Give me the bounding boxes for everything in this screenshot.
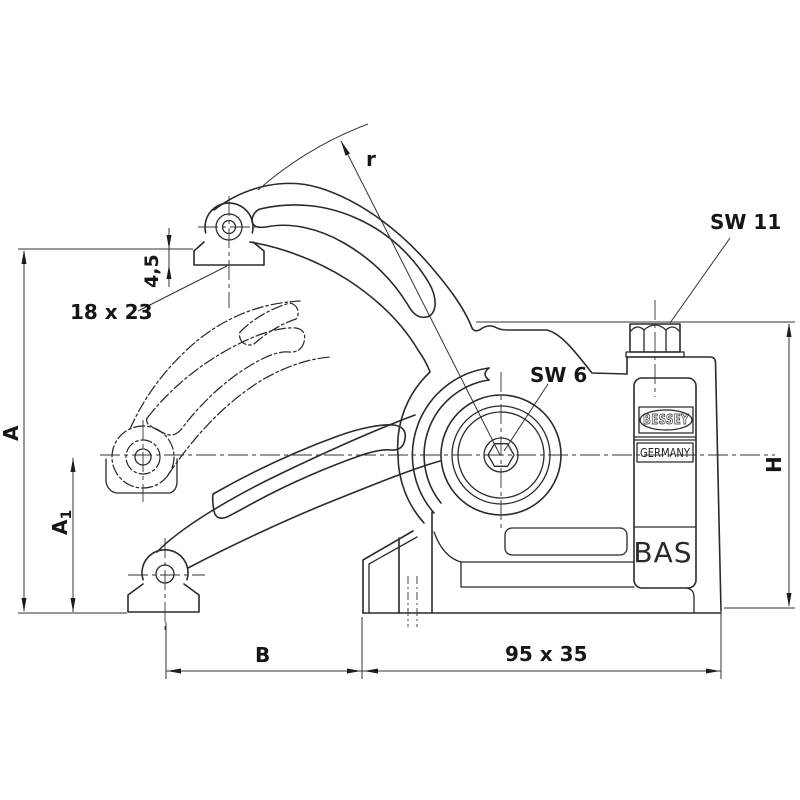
germany-text: GERMANY <box>640 446 691 460</box>
base-size-label: 95 x 35 <box>505 642 588 666</box>
sw6-label: SW 6 <box>530 363 587 387</box>
dimension-95x35: 95 x 35 <box>362 600 722 679</box>
radius-arrowhead-icon <box>341 141 350 156</box>
brand-panel: BESSEY GERMANY BAS <box>633 377 697 589</box>
dimension-a1: A1 <box>48 458 76 612</box>
sw11-label: SW 11 <box>710 210 781 234</box>
spindle-hub <box>100 367 775 528</box>
swing-arc <box>257 123 369 191</box>
pad-size-label: 18 x 23 <box>70 300 153 324</box>
dim-b-label: B <box>255 643 270 667</box>
bessey-logo-box <box>638 406 694 434</box>
dimension-4-5: 4,5 <box>18 228 193 288</box>
clamp-arm-middle-position <box>105 300 333 502</box>
radius-label: r <box>366 147 376 171</box>
germany-box <box>636 442 694 463</box>
dimension-h: H <box>476 321 795 609</box>
dim-h-label: H <box>762 456 786 473</box>
dim-a-label: A <box>0 425 23 441</box>
hex-nut-sw11 <box>629 300 681 397</box>
dimension-b: B <box>165 617 363 679</box>
bessey-logo-text: BESSEY <box>643 413 689 428</box>
clamp-arm-bottom-position <box>127 414 441 630</box>
dimension-a: A <box>0 250 127 614</box>
callout-18x23: 18 x 23 <box>70 265 228 324</box>
name-plate <box>504 527 628 556</box>
pad-offset-label: 4,5 <box>141 254 163 288</box>
dimension-radius-r: r <box>257 123 501 456</box>
bas-series-text: BAS <box>633 536 692 569</box>
callout-sw11: SW 11 <box>669 210 781 324</box>
hidden-slot-lines <box>407 576 418 627</box>
callout-sw6: SW 6 <box>503 363 587 452</box>
dim-a1-label: A1 <box>48 510 75 535</box>
radius-line <box>340 140 501 456</box>
bessey-logo-lens <box>639 409 693 431</box>
clamp-arm-top-position <box>193 182 473 627</box>
